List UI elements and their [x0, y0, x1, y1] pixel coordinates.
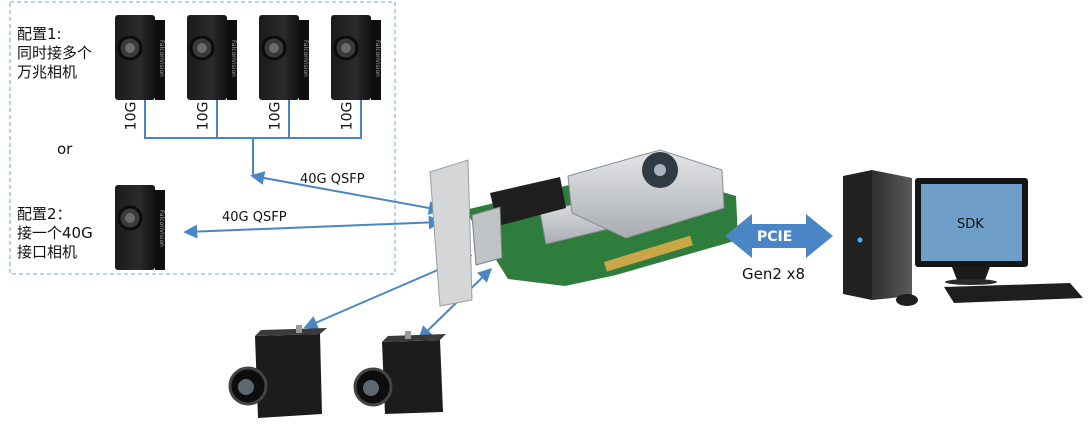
- or-text: or: [57, 140, 72, 159]
- camera-bottom-2: [355, 331, 446, 414]
- config2-label: 配置2： 接一个40G 接口相机: [17, 205, 93, 262]
- mouse: [896, 294, 918, 306]
- camera-brand-4: FalconVision: [374, 40, 381, 77]
- camera-bus: [145, 100, 361, 175]
- camera-brand-5: FalconVision: [158, 210, 165, 247]
- port-label-1: 10G: [123, 102, 139, 131]
- keyboard: [944, 283, 1083, 303]
- sdk-label: SDK: [957, 215, 984, 234]
- port-label-2: 10G: [195, 102, 211, 131]
- link-label-2: 40G QSFP: [222, 208, 287, 227]
- link-label-1: 40G QSFP: [300, 170, 365, 189]
- pcie-label: PCIE: [757, 228, 792, 247]
- port-label-3: 10G: [267, 102, 283, 131]
- pc-tower: [843, 170, 912, 300]
- config1-label: 配置1: 同时接多个 万兆相机: [17, 25, 92, 82]
- port-label-4: 10G: [339, 102, 355, 131]
- camera-brand-1: FalconVision: [158, 40, 165, 77]
- camera-brand-3: FalconVision: [302, 40, 309, 77]
- camera-bottom-1: [230, 325, 327, 418]
- pcie-sub-label: Gen2 x8: [742, 265, 805, 284]
- camera-brand-2: FalconVision: [230, 40, 237, 77]
